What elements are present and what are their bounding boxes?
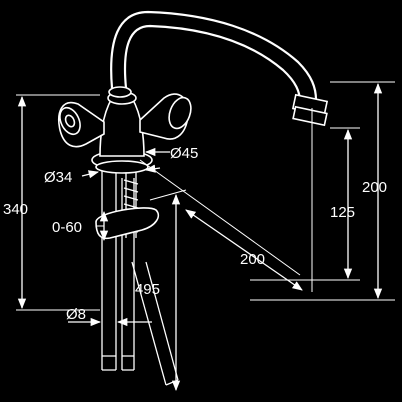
mounting-bracket <box>95 207 160 240</box>
spout-height-label: 200 <box>362 179 387 196</box>
outlet-height-label: 125 <box>330 204 355 221</box>
spout-tube <box>110 10 318 101</box>
mounting-range-label: 0-60 <box>52 219 82 236</box>
pipe-diameter-label: Ø8 <box>66 306 86 323</box>
hose-length-label: 495 <box>135 281 160 298</box>
supply-pipes <box>101 170 179 386</box>
dimension-lines <box>16 81 395 392</box>
spout-projection-label: 200 <box>240 251 265 268</box>
aerator <box>291 93 329 127</box>
right-handle <box>139 93 192 140</box>
left-handle <box>58 101 105 148</box>
spout-collar <box>108 86 132 98</box>
spout-tube-inner <box>123 24 302 103</box>
mixer-body <box>99 97 145 157</box>
total-height-label: 340 <box>3 201 28 218</box>
faucet-illustration <box>58 10 329 386</box>
body-diameter-label: Ø45 <box>170 145 198 162</box>
base-diameter-label: Ø34 <box>44 169 72 186</box>
